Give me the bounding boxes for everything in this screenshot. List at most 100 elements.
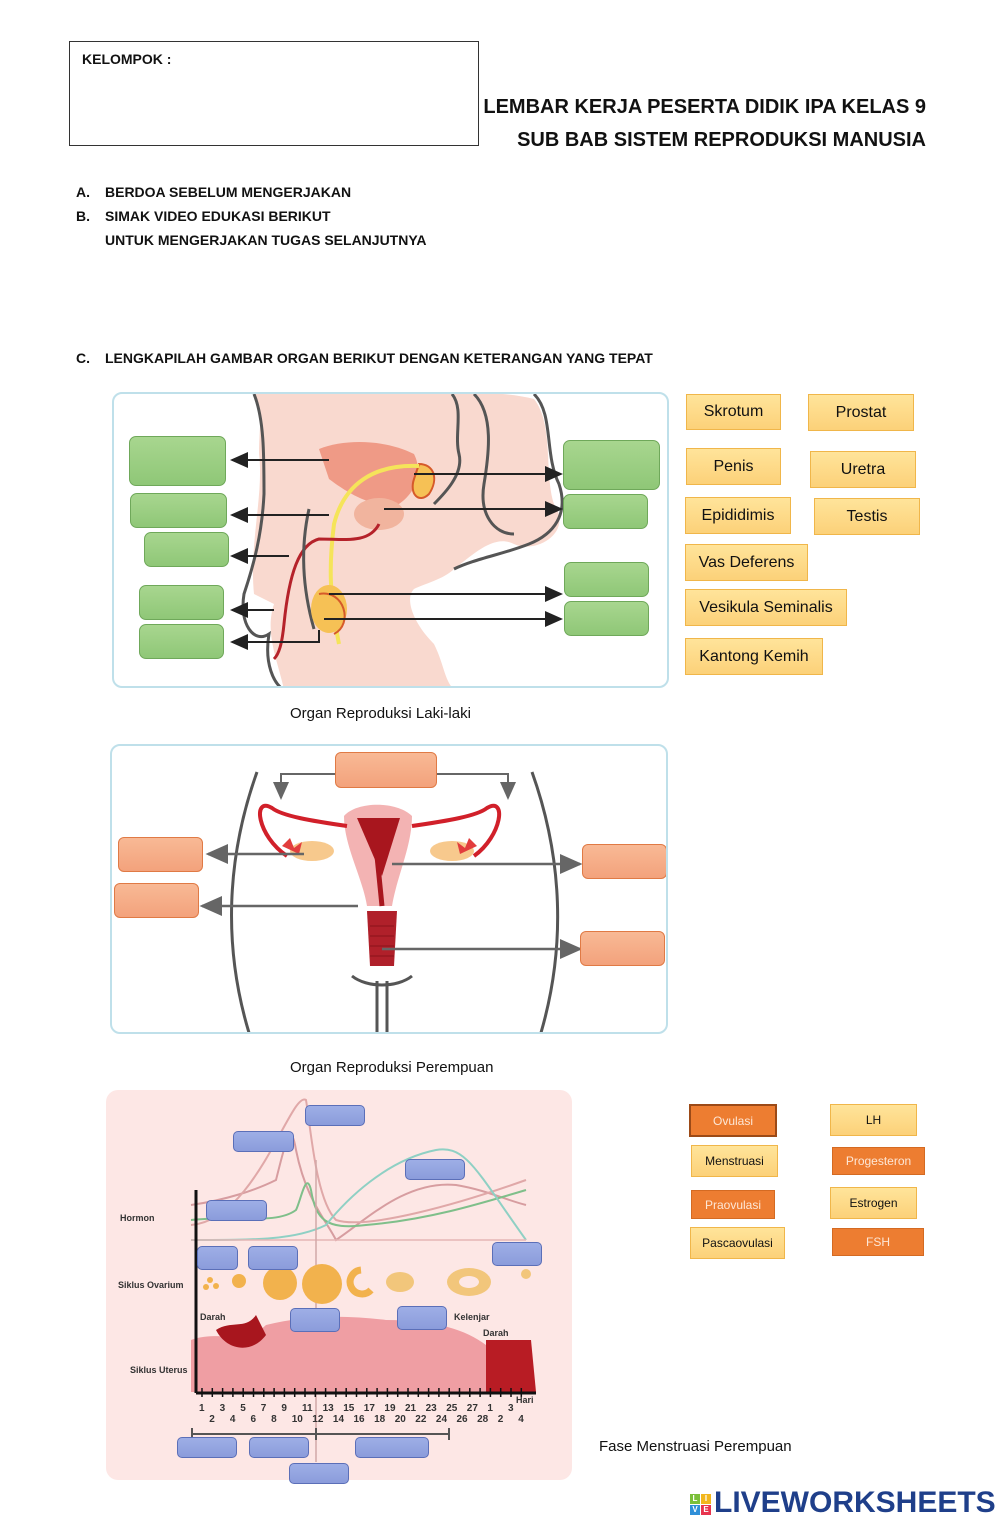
male-anatomy-illustration — [230, 394, 564, 686]
drop-zone-cycle-9[interactable] — [397, 1306, 447, 1330]
instruction-text: SIMAK VIDEO EDUKASI BERIKUT — [105, 208, 331, 224]
answer-chip-vesikula-seminalis[interactable]: Vesikula Seminalis — [685, 589, 847, 626]
drop-zone-male-7[interactable] — [563, 494, 648, 529]
logo-text: LIVEWORKSHEETS — [714, 1486, 996, 1519]
answer-chip-kantong-kemih[interactable]: Kantong Kemih — [685, 638, 823, 675]
drop-zone-male-1[interactable] — [129, 436, 226, 486]
male-diagram-caption: Organ Reproduksi Laki-laki — [290, 705, 471, 722]
drop-zone-male-9[interactable] — [564, 601, 649, 636]
day-tick-label: 23 — [425, 1403, 437, 1414]
darah-label-right: Darah — [483, 1328, 509, 1338]
day-tick-label: 26 — [456, 1414, 468, 1425]
drop-zone-female-3[interactable] — [114, 883, 199, 918]
drop-zone-cycle-11[interactable] — [249, 1437, 309, 1458]
liveworksheets-logo[interactable]: L I V E LIVEWORKSHEETS — [690, 1486, 996, 1520]
logo-cube-letter: V — [690, 1504, 700, 1515]
drop-zone-female-1[interactable] — [335, 752, 437, 788]
drop-zone-cycle-3[interactable] — [405, 1159, 465, 1180]
drop-zone-male-8[interactable] — [564, 562, 649, 597]
day-tick-label: 19 — [384, 1403, 396, 1414]
day-tick-label: 15 — [343, 1403, 355, 1414]
day-tick-label: 2 — [497, 1414, 504, 1425]
drop-zone-cycle-5[interactable] — [197, 1246, 238, 1270]
day-tick-label: 3 — [508, 1403, 514, 1414]
instruction-letter: C. — [76, 350, 90, 366]
hari-label: Hari — [516, 1395, 534, 1405]
female-diagram-caption: Organ Reproduksi Perempuan — [290, 1059, 494, 1076]
answer-chip-progesteron[interactable]: Progesteron — [832, 1147, 925, 1175]
answer-chip-epididimis[interactable]: Epididimis — [685, 497, 791, 534]
day-tick-label: 18 — [374, 1414, 386, 1425]
hormon-label: Hormon — [120, 1213, 155, 1223]
answer-chip-prostat[interactable]: Prostat — [808, 394, 914, 431]
day-tick-label: 1 — [199, 1403, 205, 1414]
day-tick-label: 28 — [477, 1414, 489, 1425]
drop-zone-cycle-8[interactable] — [290, 1308, 340, 1332]
instruction-c: C.LENGKAPILAH GAMBAR ORGAN BERIKUT DENGA… — [76, 350, 653, 366]
group-name-box[interactable]: KELOMPOK : — [69, 41, 479, 146]
worksheet-title: LEMBAR KERJA PESERTA DIDIK IPA KELAS 9 — [483, 96, 926, 118]
answer-chip-pascaovulasi[interactable]: Pascaovulasi — [690, 1227, 785, 1259]
drop-zone-female-4[interactable] — [582, 844, 666, 879]
day-tick-label: 3 — [219, 1403, 226, 1414]
answer-chip-lh[interactable]: LH — [830, 1104, 917, 1136]
drop-zone-male-2[interactable] — [130, 493, 227, 528]
day-tick-label: 12 — [312, 1414, 324, 1425]
drop-zone-female-5[interactable] — [580, 931, 665, 966]
day-tick-label: 11 — [302, 1403, 313, 1414]
day-tick-label: 27 — [466, 1403, 478, 1414]
day-tick-label: 25 — [446, 1403, 458, 1414]
drop-zone-cycle-2[interactable] — [233, 1131, 294, 1152]
darah-label-left: Darah — [200, 1312, 226, 1322]
answer-chip-fsh[interactable]: FSH — [832, 1228, 924, 1256]
drop-zone-cycle-4[interactable] — [206, 1200, 267, 1221]
answer-chip-praovulasi[interactable]: Praovulasi — [691, 1190, 775, 1219]
menstrual-cycle-illustration — [190, 1098, 536, 1462]
answer-chip-estrogen[interactable]: Estrogen — [830, 1187, 917, 1219]
answer-chip-menstruasi[interactable]: Menstruasi — [691, 1145, 778, 1177]
drop-zone-cycle-10[interactable] — [177, 1437, 237, 1458]
male-diagram-panel — [112, 392, 669, 688]
day-tick-label: 9 — [281, 1403, 287, 1414]
instruction-a: A.BERDOA SEBELUM MENGERJAKAN — [76, 184, 351, 200]
answer-chip-skrotum[interactable]: Skrotum — [686, 394, 781, 430]
drop-zone-male-4[interactable] — [139, 585, 224, 620]
day-tick-label: 4 — [229, 1414, 236, 1425]
drop-zone-cycle-6[interactable] — [248, 1246, 298, 1270]
answer-chip-uretra[interactable]: Uretra — [810, 451, 916, 488]
answer-chip-ovulasi[interactable]: Ovulasi — [689, 1104, 777, 1137]
drop-zone-cycle-1[interactable] — [305, 1105, 365, 1126]
drop-zone-female-2[interactable] — [118, 837, 203, 872]
day-tick-label: 6 — [250, 1414, 257, 1425]
day-tick-label: 1 — [487, 1403, 493, 1414]
answer-chip-penis[interactable]: Penis — [686, 448, 781, 485]
drop-zone-cycle-12[interactable] — [355, 1437, 429, 1458]
instruction-text: UNTUK MENGERJAKAN TUGAS SELANJUTNYA — [105, 232, 427, 248]
logo-cube-letter: I — [701, 1493, 711, 1504]
instruction-letter: A. — [76, 184, 90, 200]
female-anatomy-illustration — [199, 771, 583, 1032]
day-tick-label: 21 — [405, 1403, 417, 1414]
day-tick-label: 7 — [260, 1403, 267, 1414]
instruction-b: B.SIMAK VIDEO EDUKASI BERIKUT — [76, 208, 331, 224]
drop-zone-cycle-7[interactable] — [492, 1242, 542, 1266]
answer-chip-vas-deferens[interactable]: Vas Deferens — [685, 544, 808, 581]
day-tick-label: 4 — [518, 1414, 524, 1425]
drop-zone-cycle-13[interactable] — [289, 1463, 349, 1484]
siklus-ovarium-label: Siklus Ovarium — [118, 1280, 184, 1290]
drop-zone-male-5[interactable] — [139, 624, 224, 659]
day-tick-label: 5 — [240, 1403, 246, 1414]
logo-cube-icon: L I V E — [690, 1493, 711, 1515]
drop-zone-male-3[interactable] — [144, 532, 229, 567]
drop-zone-male-6[interactable] — [563, 440, 660, 490]
day-tick-label: 20 — [394, 1414, 406, 1425]
day-tick-label: 14 — [332, 1414, 345, 1425]
instruction-b-cont: UNTUK MENGERJAKAN TUGAS SELANJUTNYA — [76, 232, 427, 248]
kelenjar-label: Kelenjar — [454, 1312, 490, 1322]
day-tick-label: 10 — [291, 1414, 303, 1425]
menstrual-cycle-panel: Hormon Siklus Ovarium Siklus Uterus Dara… — [106, 1090, 572, 1484]
answer-chip-testis[interactable]: Testis — [814, 498, 920, 535]
day-tick-label: 17 — [363, 1403, 375, 1414]
